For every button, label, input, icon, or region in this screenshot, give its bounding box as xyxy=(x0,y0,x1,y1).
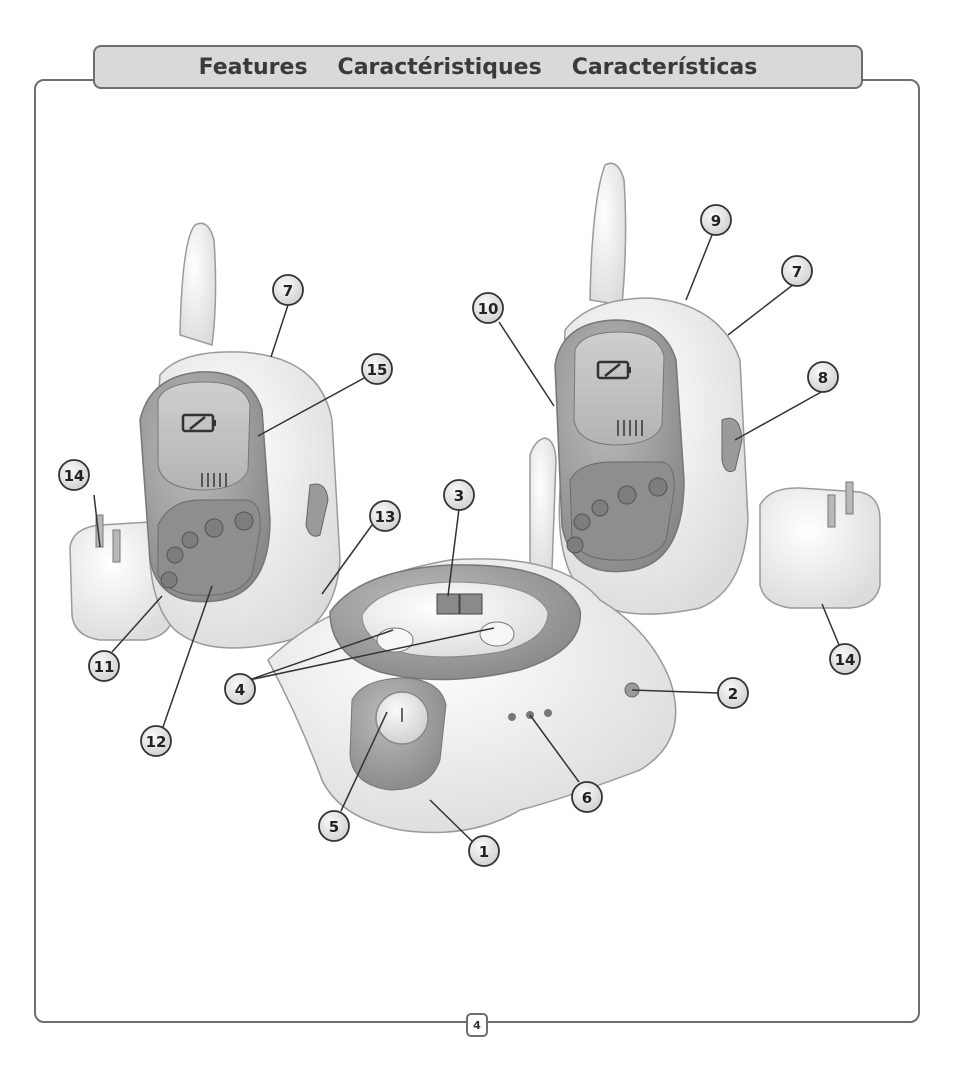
svg-text:15: 15 xyxy=(367,361,388,379)
callout-7-left: 7 xyxy=(272,274,304,306)
baby-unit xyxy=(267,558,677,834)
svg-text:9: 9 xyxy=(711,212,721,230)
callout-11: 11 xyxy=(88,650,120,682)
header-tab: Features Caractéristiques Característica… xyxy=(93,45,863,89)
svg-text:2: 2 xyxy=(728,685,738,703)
svg-text:14: 14 xyxy=(835,651,856,669)
right-power-adapter xyxy=(759,481,881,609)
svg-text:1: 1 xyxy=(479,843,489,861)
svg-text:7: 7 xyxy=(792,263,802,281)
callout-12: 12 xyxy=(140,725,172,757)
callout-14-left: 14 xyxy=(58,459,90,491)
callout-10: 10 xyxy=(472,292,504,324)
svg-text:6: 6 xyxy=(582,789,592,807)
svg-text:5: 5 xyxy=(329,818,339,836)
header-title-es: Características xyxy=(571,54,758,80)
callout-14-right: 14 xyxy=(829,643,861,675)
svg-text:4: 4 xyxy=(235,681,245,699)
callout-8: 8 xyxy=(807,361,839,393)
svg-text:7: 7 xyxy=(283,282,293,300)
callout-7-right: 7 xyxy=(781,255,813,287)
header-title-en: Features xyxy=(198,54,308,80)
callout-13: 13 xyxy=(369,500,401,532)
svg-text:3: 3 xyxy=(454,487,464,505)
callout-15: 15 xyxy=(361,353,393,385)
callout-9: 9 xyxy=(700,204,732,236)
svg-text:11: 11 xyxy=(94,658,115,676)
page-number: 4 xyxy=(466,1013,488,1037)
svg-text:8: 8 xyxy=(818,369,828,387)
callout-2: 2 xyxy=(717,677,749,709)
svg-text:12: 12 xyxy=(146,733,167,751)
left-parent-unit xyxy=(139,222,341,649)
header-title-fr: Caractéristiques xyxy=(337,54,542,80)
svg-text:13: 13 xyxy=(375,508,396,526)
svg-text:14: 14 xyxy=(64,467,85,485)
callout-leaders xyxy=(93,234,840,848)
svg-text:10: 10 xyxy=(478,300,499,318)
callout-4: 4 xyxy=(224,673,256,705)
callout-1: 1 xyxy=(468,835,500,867)
callout-5: 5 xyxy=(318,810,350,842)
callout-3: 3 xyxy=(443,479,475,511)
callout-6: 6 xyxy=(571,781,603,813)
